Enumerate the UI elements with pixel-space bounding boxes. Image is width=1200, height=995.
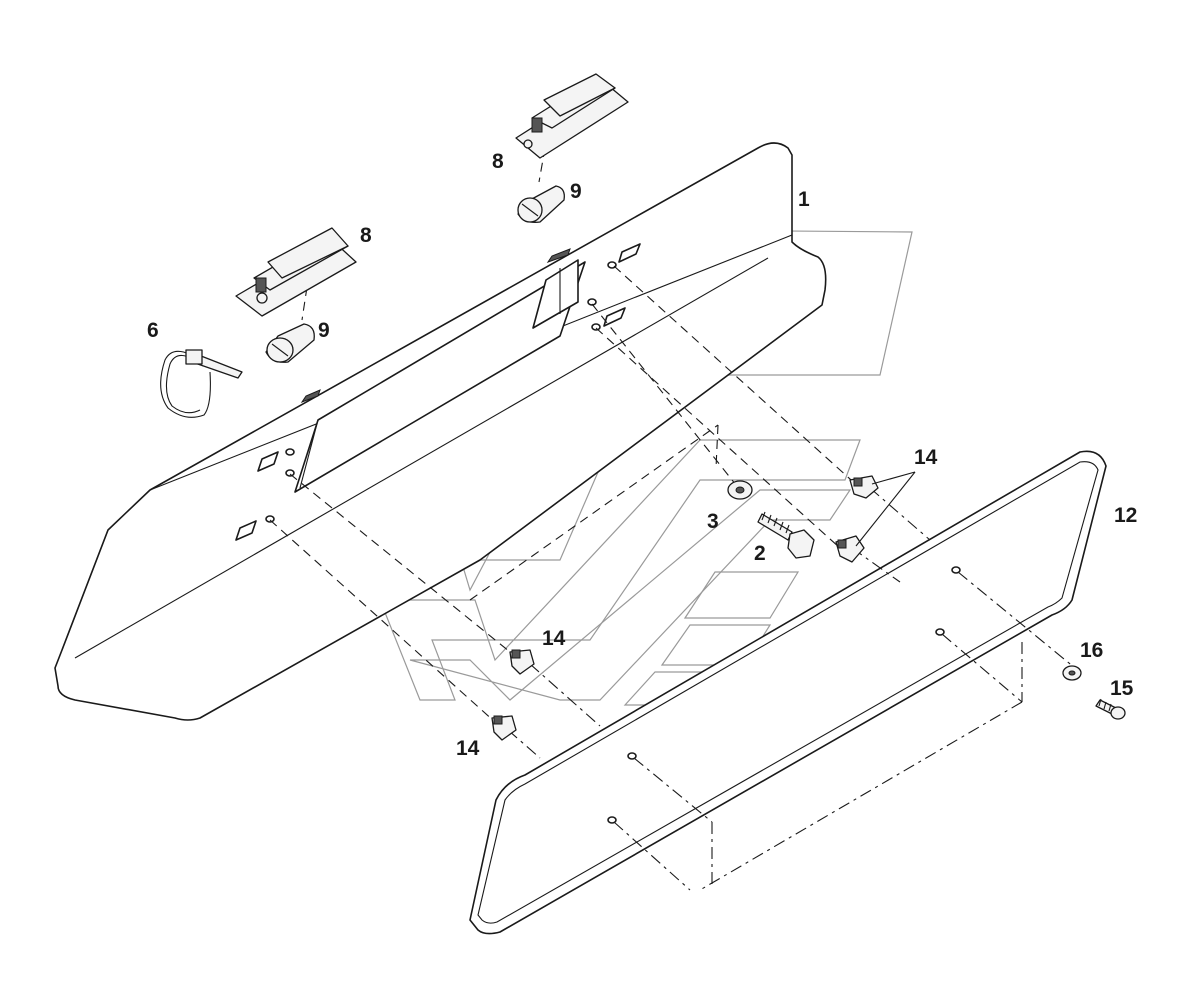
clip-part-14-d [491, 715, 517, 741]
callout-14-middle: 14 [542, 627, 566, 650]
bolt-part-2 [757, 511, 815, 559]
light-module-part-8-upper [515, 73, 629, 159]
callout-15: 15 [1110, 677, 1134, 700]
callout-14-left: 14 [456, 737, 480, 760]
grommet-part-9-upper [517, 185, 565, 223]
light-module-part-8-lower [235, 227, 357, 317]
callout-16: 16 [1080, 639, 1103, 662]
callout-9-lower: 9 [318, 319, 330, 342]
callout-leaders [855, 471, 916, 547]
callout-8-lower: 8 [360, 224, 372, 247]
callouts: 1 2 3 6 8 8 9 9 12 14 14 14 15 16 [147, 150, 1137, 760]
callout-14-right: 14 [914, 446, 938, 469]
main-bracket-part-1 [54, 142, 827, 721]
washer-part-3 [727, 480, 753, 500]
grommet-part-9-lower [265, 323, 315, 363]
callout-3: 3 [707, 510, 719, 533]
callout-12: 12 [1114, 504, 1137, 527]
screw-part-15 [1095, 698, 1126, 720]
light-panel-part-12 [469, 450, 1107, 935]
callout-6: 6 [147, 319, 159, 342]
clip-part-14-b [835, 535, 865, 563]
callout-9-upper: 9 [570, 180, 582, 203]
washer-part-16 [1062, 665, 1082, 681]
callout-1: 1 [798, 188, 810, 211]
callout-8-upper: 8 [492, 150, 504, 173]
cable-tie-part-6 [160, 349, 243, 418]
clip-part-14-a [849, 475, 879, 499]
assembly-lines [269, 147, 1076, 891]
clip-part-14-c [509, 649, 535, 675]
callout-2: 2 [754, 542, 766, 565]
